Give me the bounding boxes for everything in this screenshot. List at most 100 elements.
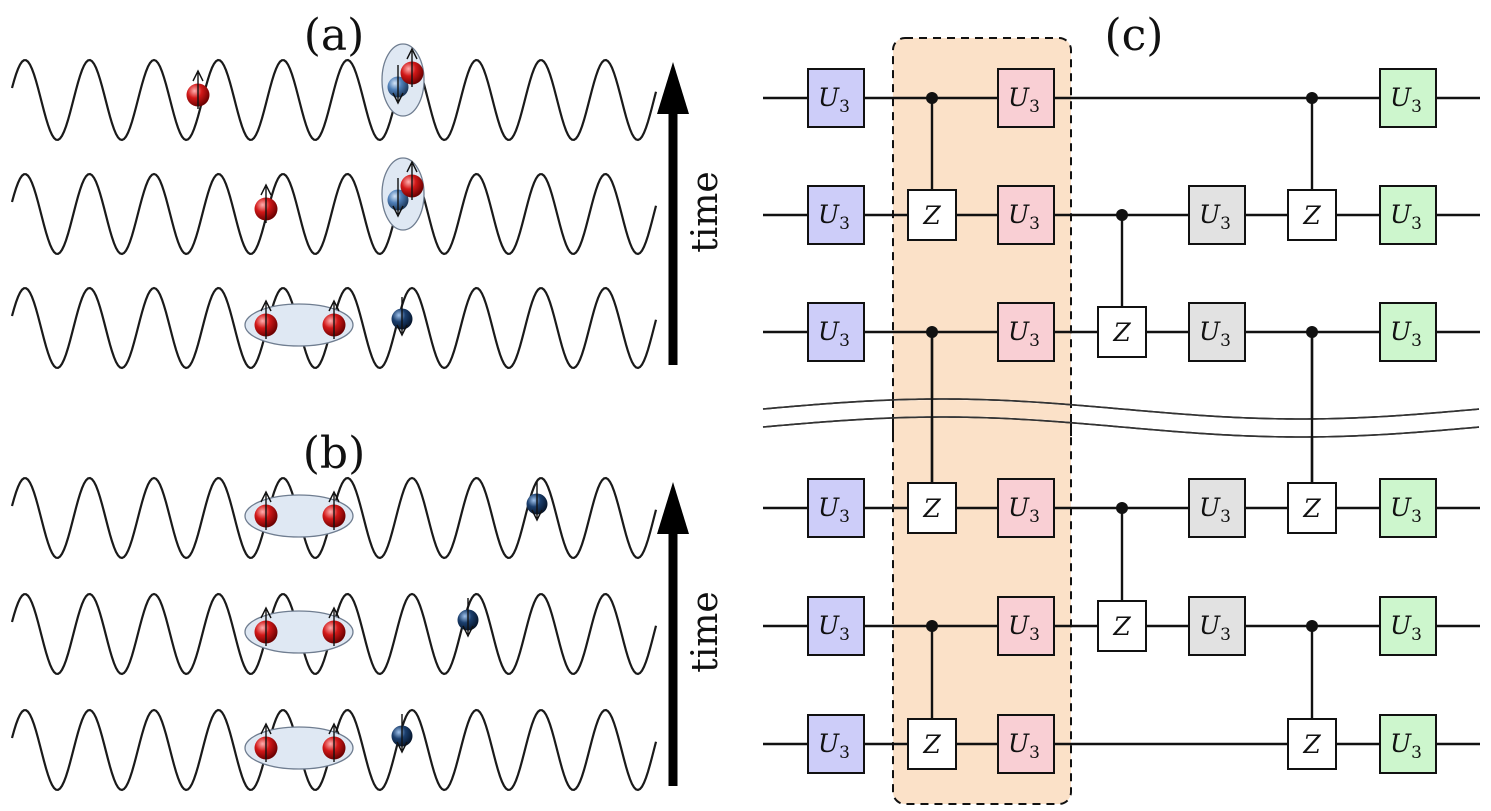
u3-gate-box xyxy=(1188,596,1246,656)
u3-gate-subscript: 3 xyxy=(839,97,850,117)
z-gate-box xyxy=(1287,189,1337,241)
spin-down-arrowhead xyxy=(392,92,404,105)
spin-down-arrowhead xyxy=(392,205,404,218)
u3-gate-layer-3: U3 xyxy=(1188,478,1246,538)
z-gate-label: Z xyxy=(1302,494,1321,523)
u3-gate-subscript: 3 xyxy=(1411,625,1422,645)
u3-gate-box xyxy=(1379,302,1437,362)
control-dot xyxy=(1116,209,1128,221)
z-gate: Z xyxy=(907,189,957,241)
panel-c-circuit: U3U3U3U3U3U3U3U3U3U3U3U3U3U3U3U3U3U3U3U3… xyxy=(762,37,1480,805)
spin-up-arrowhead xyxy=(260,299,272,312)
u3-gate-box xyxy=(1379,596,1437,656)
time-arrow-b xyxy=(657,482,689,786)
u3-gate-subscript: 3 xyxy=(1411,214,1422,234)
u3-gate-layer-4: U3 xyxy=(1379,478,1437,538)
u3-gate-label: U3 xyxy=(818,729,850,763)
spin-down-arrowhead xyxy=(531,509,543,522)
z-gate-box xyxy=(1287,718,1337,770)
spin-up-arrowhead xyxy=(260,183,272,196)
u3-gate-subscript: 3 xyxy=(1220,507,1231,527)
u3-gate-subscript: 3 xyxy=(1029,507,1040,527)
u3-gate-subscript: 3 xyxy=(839,214,850,234)
u3-gate-layer-3: U3 xyxy=(1188,302,1246,362)
u3-gate-box xyxy=(997,596,1055,656)
u3-gate-subscript: 3 xyxy=(839,743,850,763)
time-label-a: time xyxy=(685,171,726,252)
panel-b xyxy=(10,476,658,792)
z-gate: Z xyxy=(1097,306,1147,358)
u3-gate-box xyxy=(1379,714,1437,774)
time-arrow-a xyxy=(657,62,689,365)
u3-gate-layer-1: U3 xyxy=(807,596,865,656)
u3-gate-subscript: 3 xyxy=(1220,214,1231,234)
u3-gate-layer-4: U3 xyxy=(1379,714,1437,774)
u3-gate-layer-1: U3 xyxy=(807,302,865,362)
u3-gate-subscript: 3 xyxy=(1411,507,1422,527)
lattice-wave-a-2 xyxy=(10,172,658,256)
z-gate-box xyxy=(907,482,957,534)
z-gate-label: Z xyxy=(1112,318,1131,347)
circuit-break-band xyxy=(763,399,1479,437)
spin-up-arrowhead xyxy=(406,47,418,60)
u3-gate-subscript: 3 xyxy=(1411,743,1422,763)
spin-down-arrowhead xyxy=(396,741,408,754)
z-gate-box xyxy=(1097,306,1147,358)
u3-gate-box xyxy=(997,302,1055,362)
u3-gate-layer-1: U3 xyxy=(807,714,865,774)
u3-gate-layer-1: U3 xyxy=(807,185,865,245)
u3-gate-box xyxy=(807,185,865,245)
pair-ellipse xyxy=(244,610,354,654)
z-gate: Z xyxy=(1287,189,1337,241)
u3-gate-box xyxy=(1379,68,1437,128)
u3-gate-box xyxy=(1188,185,1246,245)
u3-gate-subscript: 3 xyxy=(839,507,850,527)
spin-up-arrowhead xyxy=(260,606,272,619)
u3-gate-box xyxy=(997,68,1055,128)
spin-up-arrowhead xyxy=(260,722,272,735)
panel-label-a: (a) xyxy=(304,10,365,61)
pair-ellipse xyxy=(244,494,354,538)
u3-gate-box xyxy=(807,478,865,538)
u3-gate-layer-2: U3 xyxy=(997,185,1055,245)
u3-gate-box xyxy=(1379,478,1437,538)
spin-up-arrowhead xyxy=(328,299,340,312)
spin-down-arrowhead xyxy=(462,625,474,638)
u3-gate-label: U3 xyxy=(1390,611,1422,645)
u3-gate-box xyxy=(997,478,1055,538)
u3-gate-layer-2: U3 xyxy=(997,714,1055,774)
u3-gate-box xyxy=(807,596,865,656)
z-gate: Z xyxy=(907,718,957,770)
control-dot xyxy=(926,92,938,104)
z-gate: Z xyxy=(1287,718,1337,770)
u3-gate-subscript: 3 xyxy=(1029,331,1040,351)
pair-ellipse xyxy=(244,726,354,770)
u3-gate-subscript: 3 xyxy=(1029,625,1040,645)
u3-gate-box xyxy=(807,68,865,128)
u3-gate-layer-1: U3 xyxy=(807,478,865,538)
control-dot xyxy=(926,620,938,632)
u3-gate-layer-4: U3 xyxy=(1379,596,1437,656)
time-label-b: time xyxy=(685,591,726,672)
circuit-break-bottom-line-overlay xyxy=(762,416,1480,438)
z-gate-box xyxy=(1097,600,1147,652)
u3-gate-box xyxy=(997,714,1055,774)
spin-up-arrowhead xyxy=(406,160,418,173)
spin-up-arrowhead xyxy=(260,490,272,503)
u3-gate-subscript: 3 xyxy=(839,625,850,645)
u3-gate-layer-3: U3 xyxy=(1188,185,1246,245)
lattice-wave-a-1 xyxy=(10,58,658,142)
z-gate-label: Z xyxy=(1302,201,1321,230)
z-gate-label: Z xyxy=(922,494,941,523)
u3-gate-layer-2: U3 xyxy=(997,302,1055,362)
z-gate: Z xyxy=(1097,600,1147,652)
u3-gate-box xyxy=(1188,302,1246,362)
u3-gate-subscript: 3 xyxy=(1411,331,1422,351)
z-gate-label: Z xyxy=(1112,612,1131,641)
u3-gate-subscript: 3 xyxy=(1029,743,1040,763)
z-gate-box xyxy=(1287,482,1337,534)
u3-gate-layer-2: U3 xyxy=(997,478,1055,538)
z-gate-label: Z xyxy=(922,201,941,230)
z-gate-label: Z xyxy=(922,730,941,759)
